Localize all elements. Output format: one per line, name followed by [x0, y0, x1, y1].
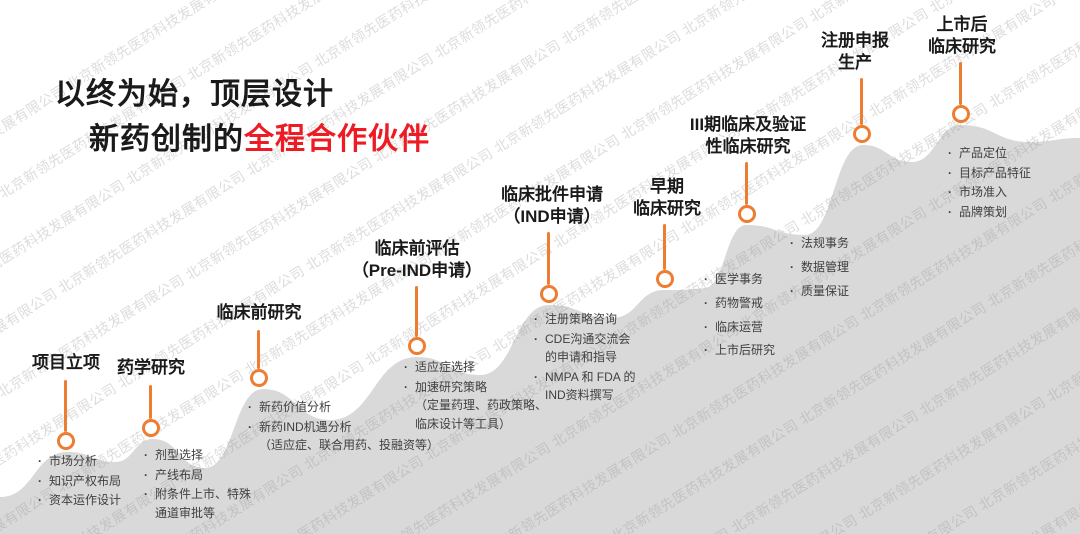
milestone-connector-line: [663, 224, 666, 270]
bullet-item: 新药IND机遇分析 （适应症、联合用药、投融资等）: [246, 418, 471, 455]
milestone-bullet-list: 剂型选择 产线布局 附条件上市、特殊 通道审批等: [142, 446, 277, 523]
milestone-label: 临床前研究: [216, 303, 302, 322]
bullet-item: 产品定位: [946, 144, 1080, 163]
milestone-marker-circle: [408, 337, 426, 355]
bullet-item: NMPA 和 FDA 的 IND资料撰写: [532, 368, 692, 405]
bullet-item: 注册策略咨询: [532, 310, 692, 329]
bullet-item: 附条件上市、特殊 通道审批等: [142, 485, 277, 522]
milestone-connector-line: [547, 232, 550, 285]
milestone-connector-line: [149, 385, 152, 419]
bullet-item: 药物警戒: [702, 292, 812, 315]
milestone-label: 药学研究: [117, 358, 185, 377]
bullet-item: 市场准入: [946, 183, 1080, 202]
milestone-label: 临床批件申请 （IND申请）: [501, 185, 603, 227]
bullet-item: 上市后研究: [702, 339, 812, 362]
milestone-label: 注册申报 生产: [821, 31, 889, 73]
milestone-label: 上市后 临床研究: [928, 15, 996, 57]
bullet-item: 临床运营: [702, 316, 812, 339]
bullet-item: 医学事务: [702, 268, 812, 291]
milestone-marker-circle: [656, 270, 674, 288]
milestone-bullet-list: 法规事务 数据管理 质量保证: [788, 232, 898, 303]
bullet-item: 产线布局: [142, 466, 277, 485]
bullet-item: 目标产品特征: [946, 164, 1080, 183]
title-line2-highlight: 全程合作伙伴: [244, 123, 430, 156]
milestone-marker-circle: [142, 419, 160, 437]
bullet-item: 剂型选择: [142, 446, 277, 465]
milestone-marker-circle: [250, 369, 268, 387]
milestone-bullet-list: 适应症选择 加速研究策略 （定量药理、药政策略、 临床设计等工具）: [402, 358, 572, 434]
milestone-bullet-list: 注册策略咨询 CDE沟通交流会 的申请和指导 NMPA 和 FDA 的 IND资…: [532, 310, 692, 406]
milestone-marker-circle: [853, 125, 871, 143]
milestone-connector-line: [959, 62, 962, 105]
slide-title: 以终为始，顶层设计 新药创制的全程合作伙伴: [55, 72, 430, 162]
bullet-item: 市场分析: [36, 452, 186, 471]
milestone-connector-line: [860, 78, 863, 125]
bullet-item: 加速研究策略 （定量药理、药政策略、 临床设计等工具）: [402, 378, 572, 434]
bullet-item: 品牌策划: [946, 203, 1080, 222]
milestone-connector-line: [745, 162, 748, 205]
bullet-item: 适应症选择: [402, 358, 572, 377]
bullet-item: 法规事务: [788, 232, 898, 255]
milestone-connector-line: [64, 380, 67, 432]
milestone-marker-circle: [952, 105, 970, 123]
title-line2: 新药创制的全程合作伙伴: [89, 117, 430, 162]
bullet-item: CDE沟通交流会 的申请和指导: [532, 330, 692, 367]
milestone-bullet-list: 新药价值分析 新药IND机遇分析 （适应症、联合用药、投融资等）: [246, 398, 471, 456]
bullet-item: 资本运作设计: [36, 491, 186, 510]
milestone-label: III期临床及验证 性临床研究: [689, 115, 807, 157]
milestone-bullet-list: 医学事务 药物警戒 临床运营 上市后研究: [702, 268, 812, 363]
bullet-item: 新药价值分析: [246, 398, 471, 417]
milestone-marker-circle: [540, 285, 558, 303]
bullet-item: 数据管理: [788, 256, 898, 279]
milestone-label: 早期 临床研究: [633, 177, 701, 219]
milestone-bullet-list: 产品定位 目标产品特征 市场准入 品牌策划: [946, 144, 1080, 222]
milestone-bullet-list: 市场分析 知识产权布局 资本运作设计: [36, 452, 186, 511]
milestone-connector-line: [415, 286, 418, 337]
milestone-marker-circle: [57, 432, 75, 450]
bullet-item: 质量保证: [788, 280, 898, 303]
title-line1: 以终为始，顶层设计: [55, 78, 334, 111]
title-line2-prefix: 新药创制的: [89, 123, 244, 156]
milestone-label: 临床前评估 （Pre-IND申请）: [351, 239, 483, 281]
bullet-item: 知识产权布局: [36, 472, 186, 491]
milestone-label: 项目立项: [32, 353, 100, 372]
milestone-connector-line: [257, 330, 260, 369]
milestone-marker-circle: [738, 205, 756, 223]
